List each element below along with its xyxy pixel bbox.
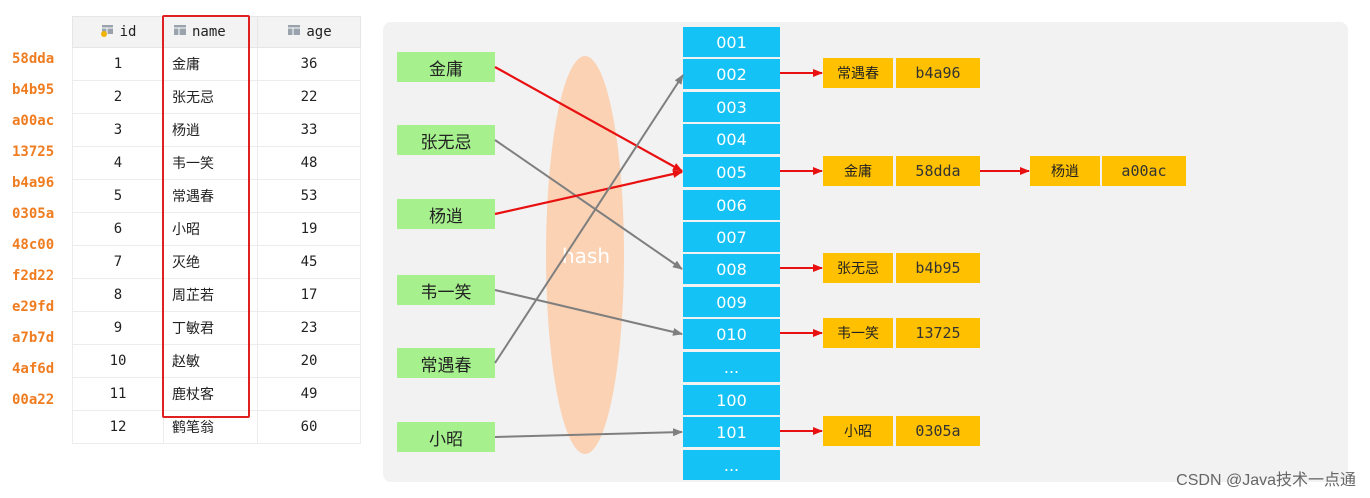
row-hash: b4a96 (12, 175, 55, 191)
row-hash: b4b95 (12, 82, 55, 98)
key-column-icon (100, 23, 116, 41)
chain-node-hash: 58dda (896, 156, 980, 186)
chain-node-hash: 0305a (896, 416, 980, 446)
hash-arrow-zhangwuji (494, 139, 683, 270)
cell-name: 张无忌 (163, 80, 258, 114)
name-box: 小昭 (397, 422, 495, 452)
hash-bucket: 101 (683, 417, 780, 447)
row-hash: 4af6d (12, 361, 55, 377)
name-box: 张无忌 (397, 125, 495, 155)
chain-node-hash: a00ac (1102, 156, 1186, 186)
column-icon (286, 23, 302, 41)
cell-age: 60 (257, 410, 361, 444)
hash-bucket: 005 (683, 157, 780, 187)
cell-name: 杨逍 (163, 113, 258, 147)
hash-arrow-xiaozhao (494, 428, 683, 438)
column-header-id[interactable]: id (72, 16, 164, 48)
watermark: CSDN @Java技术一点通 (1176, 472, 1356, 489)
cell-id: 3 (72, 113, 164, 147)
column-header-label: id (119, 24, 137, 40)
hash-bucket: 001 (683, 27, 780, 57)
name-box: 常遇春 (397, 348, 495, 378)
hash-bucket: 004 (683, 124, 780, 154)
row-hash: 00a22 (12, 392, 55, 408)
column-header-age[interactable]: age (257, 16, 361, 48)
hash-diagram-panel (383, 22, 1348, 482)
hash-bucket: ... (683, 450, 780, 480)
hash-bucket: 008 (683, 254, 780, 284)
hash-bucket: 100 (683, 385, 780, 415)
name-box: 金庸 (397, 52, 495, 82)
column-icon (172, 23, 188, 41)
row-hash-column: 58dda b4b95 a00ac 13725 b4a96 0305a 48c0… (0, 44, 70, 416)
cell-age: 23 (257, 311, 361, 345)
cell-name: 鹤笔翁 (163, 410, 258, 444)
hash-bucket: 007 (683, 222, 780, 252)
cell-name: 常遇春 (163, 179, 258, 213)
cell-age: 20 (257, 344, 361, 378)
column-header-name[interactable]: name (163, 16, 258, 48)
chain-node-hash: b4a96 (896, 58, 980, 88)
chain-node-name: 韦一笑 (823, 318, 893, 348)
column-header-label: age (306, 24, 332, 40)
name-box: 韦一笑 (397, 275, 495, 305)
chain-node-name: 金庸 (823, 156, 893, 186)
chain-node-name: 小昭 (823, 416, 893, 446)
cell-id: 10 (72, 344, 164, 378)
cell-name: 丁敏君 (163, 311, 258, 345)
name-column-highlight (162, 15, 250, 418)
row-hash: a7b7d (12, 330, 55, 346)
table-header-row: id name age (72, 16, 361, 48)
hash-bucket: 002 (683, 59, 780, 89)
chain-node-name: 杨逍 (1030, 156, 1100, 186)
cell-age: 49 (257, 377, 361, 411)
hash-bucket: 009 (683, 287, 780, 317)
row-hash: 58dda (12, 51, 55, 67)
hash-arrow-jinyong (494, 66, 683, 172)
column-header-label: name (192, 24, 226, 40)
cell-age: 19 (257, 212, 361, 246)
cell-age: 17 (257, 278, 361, 312)
name-box: 杨逍 (397, 199, 495, 229)
hash-arrow-changyuchun (494, 74, 684, 364)
hash-function-ellipse (546, 56, 624, 454)
row-hash: f2d22 (12, 268, 55, 284)
hash-bucket: 003 (683, 92, 780, 122)
cell-name: 鹿杖客 (163, 377, 258, 411)
cell-name: 韦一笑 (163, 146, 258, 180)
hash-bucket: ... (683, 352, 780, 382)
hash-bucket: 010 (683, 319, 780, 349)
hash-bucket: 006 (683, 190, 780, 220)
cell-id: 2 (72, 80, 164, 114)
chain-node-hash: 13725 (896, 318, 980, 348)
cell-id: 1 (72, 47, 164, 81)
cell-id: 6 (72, 212, 164, 246)
chain-node-hash: b4b95 (896, 253, 980, 283)
hash-arrow-yangxiao (494, 170, 683, 216)
chain-node-name: 张无忌 (823, 253, 893, 283)
cell-name: 灭绝 (163, 245, 258, 279)
row-hash: 48c00 (12, 237, 55, 253)
row-hash: e29fd (12, 299, 55, 315)
hash-arrow-weiyixiao (494, 289, 683, 336)
chain-node-name: 常遇春 (823, 58, 893, 88)
cell-age: 36 (257, 47, 361, 81)
cell-age: 45 (257, 245, 361, 279)
cell-name: 赵敏 (163, 344, 258, 378)
row-hash: 13725 (12, 144, 55, 160)
row-hash: 0305a (12, 206, 55, 222)
row-hash: a00ac (12, 113, 55, 129)
cell-name: 小昭 (163, 212, 258, 246)
